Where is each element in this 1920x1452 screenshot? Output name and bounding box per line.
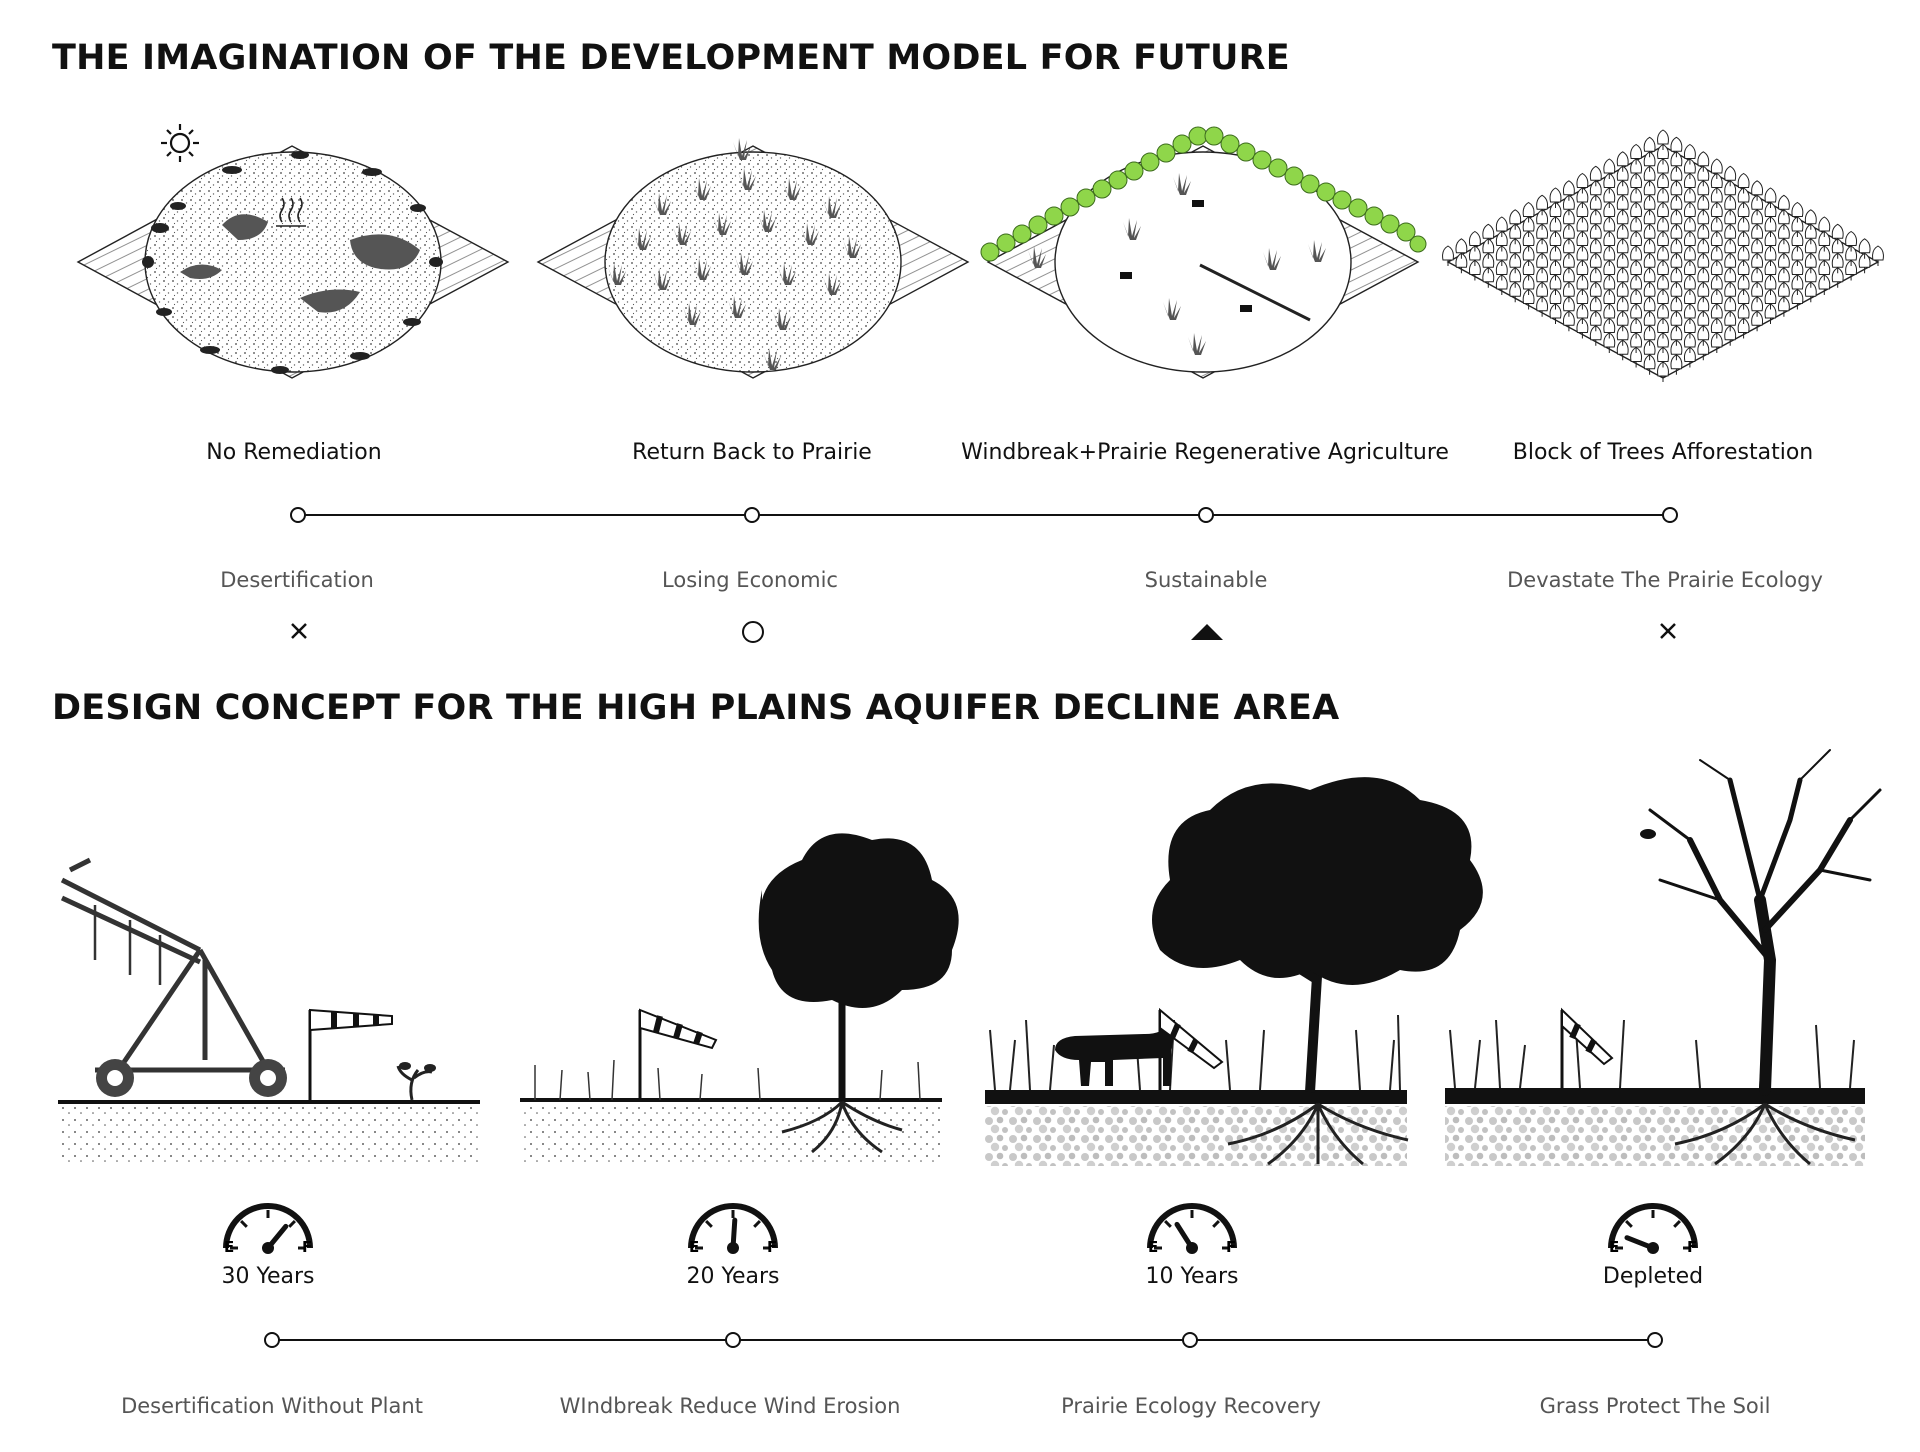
diorama-windbreak (980, 126, 1427, 379)
rating-label: Desertification (220, 568, 374, 592)
concept-label: Grass Protect The Soil (1539, 1394, 1771, 1418)
gauge-full-mark: F (1687, 1238, 1697, 1256)
sun-icon (161, 124, 199, 162)
section2-title: DESIGN CONCEPT FOR THE HIGH PLAINS AQUIF… (52, 688, 1340, 728)
panel-prairie-recovery (985, 777, 1483, 1166)
rating-label: Losing Economic (662, 568, 838, 592)
panel-grass-protect (1445, 749, 1882, 1166)
diorama-prairie (536, 138, 970, 379)
gauge-empty-mark: E (224, 1238, 234, 1256)
panel-windbreak (520, 833, 959, 1165)
panel-irrigation (58, 857, 480, 1165)
rating-label: Sustainable (1144, 568, 1268, 592)
gauge-label: Depleted (1602, 1264, 1704, 1289)
scenario-label: No Remediation (206, 440, 382, 465)
concept-label: WIndbreak Reduce Wind Erosion (559, 1394, 901, 1418)
gauge-label: 30 Years (221, 1264, 315, 1289)
gauge-full-mark: F (302, 1238, 312, 1256)
concept-label: Prairie Ecology Recovery (1061, 1394, 1321, 1418)
timeline-models (290, 507, 1678, 523)
gauge-label: 10 Years (1145, 1264, 1239, 1289)
triangle-icon (1191, 624, 1223, 640)
gauge-empty-mark: E (1148, 1238, 1158, 1256)
scenario-label: Windbreak+Prairie Regenerative Agricultu… (961, 440, 1449, 465)
gauge-empty-mark: E (1609, 1238, 1619, 1256)
scenario-label: Block of Trees Afforestation (1512, 440, 1814, 465)
gauge-full-mark: F (767, 1238, 777, 1256)
tree-icon (1657, 129, 1669, 151)
section1-title: THE IMAGINATION OF THE DEVELOPMENT MODEL… (52, 38, 1290, 78)
rating-label: Devastate The Prairie Ecology (1507, 568, 1823, 592)
circle-icon (742, 621, 764, 643)
gauge-label: 20 Years (686, 1264, 780, 1289)
gauge-empty-mark: E (689, 1238, 699, 1256)
timeline-concept (264, 1332, 1663, 1348)
cross-icon (1660, 623, 1676, 639)
diorama-no-remediation (76, 124, 510, 379)
cross-icon (291, 623, 307, 639)
concept-label: Desertification Without Plant (121, 1394, 423, 1418)
gauge-full-mark: F (1226, 1238, 1236, 1256)
scenario-label: Return Back to Prairie (632, 440, 872, 465)
diorama-afforestation (1442, 129, 1884, 383)
